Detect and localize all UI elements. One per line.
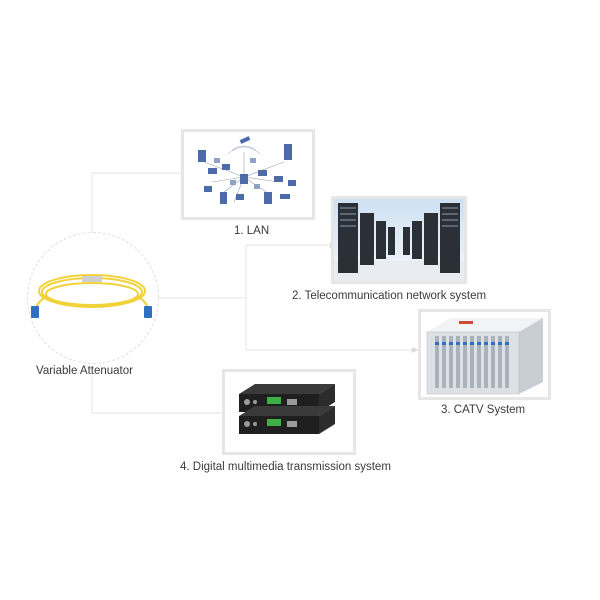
lan-image-frame <box>181 129 315 220</box>
multimedia-image-frame <box>222 369 356 455</box>
terminal-block-bottom-icon <box>267 419 281 426</box>
arrow-catv-icon <box>412 347 418 353</box>
telecom-label: 2. Telecommunication network system <box>292 290 487 302</box>
terminal-block-top-icon <box>267 397 281 404</box>
attenuator-body-icon <box>82 276 102 282</box>
server-room-icon <box>334 199 464 281</box>
catv-chassis-icon <box>426 318 543 395</box>
attenuator-cable-image <box>31 274 152 318</box>
attenuator-label: Variable Attenuator <box>36 365 133 377</box>
connector-right-icon <box>144 306 152 318</box>
catv-image-frame <box>418 309 551 400</box>
media-converter-icon <box>239 384 335 434</box>
lan-label: 1. LAN <box>234 225 270 237</box>
line-to-lan <box>91 172 182 232</box>
connector-left-icon <box>31 306 39 318</box>
catv-label: 3. CATV System <box>441 404 526 416</box>
telecom-image-frame <box>331 196 467 284</box>
line-to-multimedia <box>91 372 222 414</box>
attenuator-circle <box>27 232 159 364</box>
multimedia-label: 4. Digital multimedia transmission syste… <box>180 461 391 473</box>
lan-network-icon <box>198 136 296 204</box>
